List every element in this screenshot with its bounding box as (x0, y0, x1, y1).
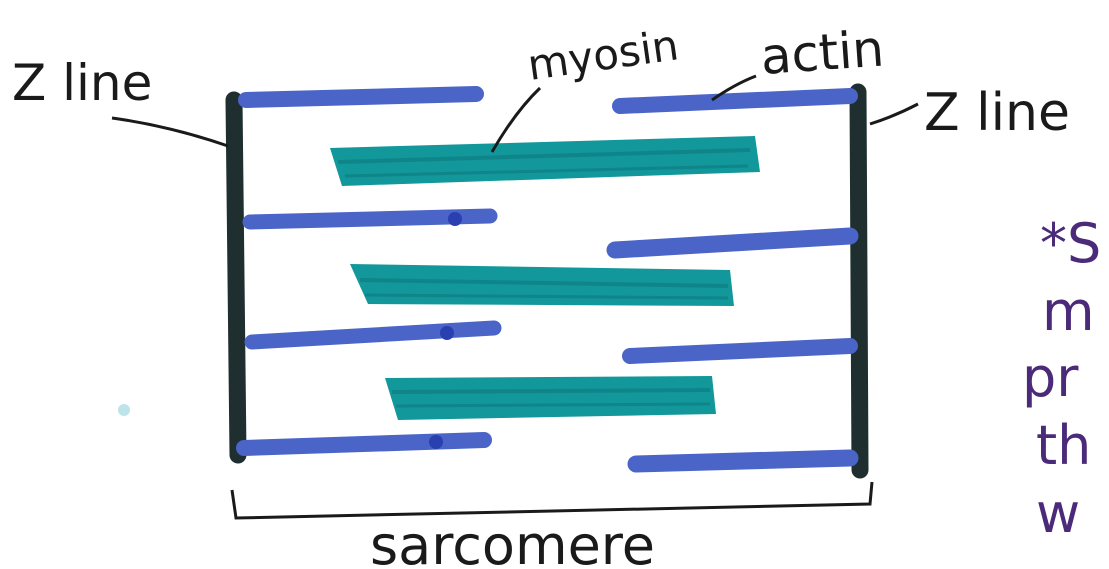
actin-filament (630, 346, 850, 356)
actin-filament (244, 440, 484, 448)
actin-filament (636, 458, 850, 464)
myosin-filament-stroke (396, 404, 710, 406)
actin-dark-spot (440, 326, 454, 340)
myosin-filament-stroke (392, 390, 710, 392)
actin-label: actin (759, 20, 886, 86)
actin-filament (615, 236, 850, 250)
myosin-filament (385, 376, 716, 420)
myosin-group (330, 136, 760, 420)
z-line-right-label: Z line (924, 83, 1070, 143)
actin-dark-spot (448, 212, 462, 226)
side-note-line: th (1036, 414, 1091, 477)
z-line-left-bar (234, 100, 238, 455)
actin-filament (620, 96, 850, 106)
side-note: *S m pr th w (1022, 212, 1101, 545)
sarcomere-bracket (232, 482, 872, 518)
z-line-left-label: Z line (12, 54, 152, 112)
actin-filament (252, 328, 494, 342)
z-line-right-leader (870, 104, 918, 124)
myosin-label: myosin (525, 20, 682, 90)
actin-filament (246, 94, 476, 100)
ink-speck (118, 404, 130, 416)
side-note-line: w (1036, 482, 1080, 545)
side-note-line: m (1042, 280, 1095, 343)
sarcomere-label: sarcomere (370, 514, 655, 569)
z-line-right-bar (858, 92, 860, 470)
actin-dark-spot (429, 435, 443, 449)
side-note-line: *S (1040, 212, 1101, 275)
z-line-left-leader (112, 118, 228, 146)
side-note-line: pr (1022, 346, 1079, 409)
